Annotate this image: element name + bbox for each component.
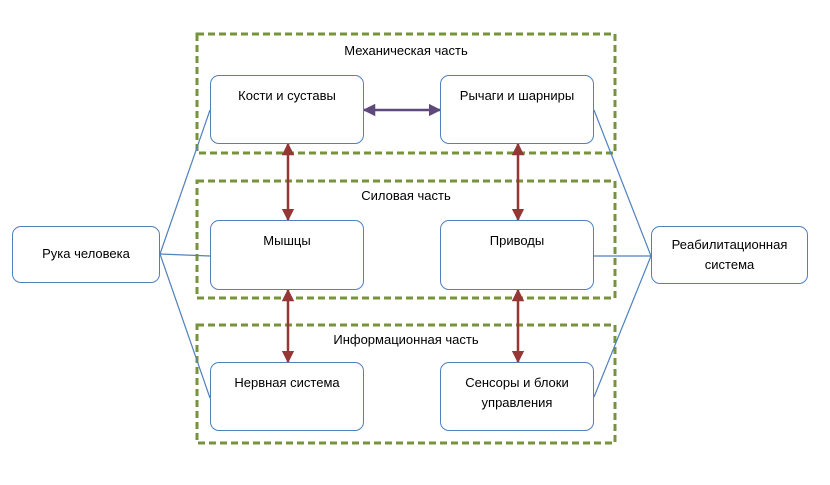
group-power-frame [195,179,617,300]
connector-rehab-levers [593,109,652,257]
section-label-information: Информационная часть [333,332,479,347]
group-information-frame [195,323,617,445]
node-human-hand: Рука человека [12,226,160,283]
node-drives-label: Приводы [489,233,545,248]
section-label-mechanical: Механическая часть [344,43,468,58]
node-drives: Приводы [440,220,594,290]
connector-hand-nervous [159,253,211,399]
connector-hand-muscles [159,253,211,257]
node-muscles-label: Мышцы [263,233,311,248]
node-levers-hinges-label: Рычаги и шарниры [459,88,575,103]
node-sensors-control-label: Сенсоры и блоки управления [465,375,569,411]
node-nervous-system: Нервная система [210,362,364,431]
node-nervous-system-label: Нервная система [234,375,340,390]
node-levers-hinges: Рычаги и шарниры [440,75,594,144]
group-mechanical-frame [195,32,617,155]
node-muscles: Мышцы [210,220,364,290]
node-human-hand-label: Рука человека [42,246,130,262]
node-bones-joints-label: Кости и суставы [238,88,336,103]
connector-hand-bones [159,109,211,255]
connector-rehab-sensors [593,255,652,398]
node-rehab-system-label: Реабилитационная система [671,236,788,272]
section-label-power: Силовая часть [361,188,451,203]
node-bones-joints: Кости и суставы [210,75,364,144]
node-rehab-system: Реабилитационная система [651,226,808,284]
node-sensors-control: Сенсоры и блоки управления [440,362,594,431]
